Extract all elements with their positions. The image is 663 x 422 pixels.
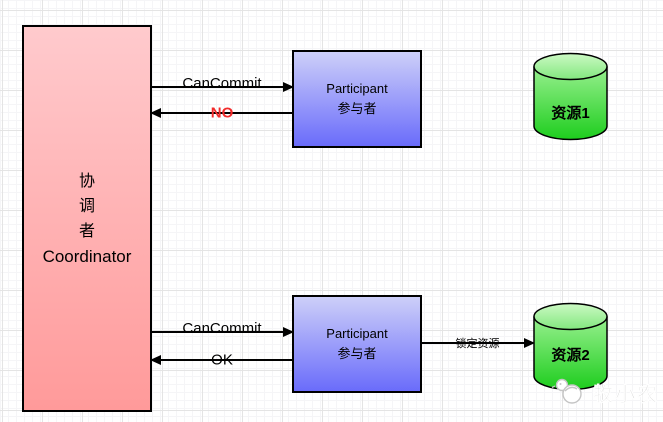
participant-top-subtitle: 参与者 [337,101,377,116]
coordinator-label-en: Coordinator [42,246,132,266]
arrowhead-left-icon [150,108,161,118]
resource-1-label: 资源1 [551,105,590,122]
arrow-label-ok: OK [211,351,233,369]
arrow-cancommit-bottom: CanCommit [152,320,294,337]
arrow-lock-resource: 锁定资源 [422,338,535,350]
arrowhead-right-icon [524,338,535,348]
resource-2-cylinder: 资源2 [533,302,608,391]
arrow-label-no: NO [210,104,234,122]
participant-top-box: Participant 参与者 [292,50,422,148]
arrow-cancommit-top: CanCommit [152,75,294,92]
arrowhead-right-icon [283,82,294,92]
participant-bottom-subtitle: 参与者 [337,346,377,361]
watermark-text: 牧小农 [593,383,659,406]
database-cylinder-icon [533,52,608,141]
coordinator-label-zh-2: 调 [78,197,95,215]
coordinator-box: 协 调 者 Coordinator [22,25,152,412]
arrow-label-lock-resource: 锁定资源 [455,338,500,350]
resource-1-cylinder: 资源1 [533,52,608,141]
resource-2-label: 资源2 [551,347,590,364]
watermark: 牧小农 [551,377,659,407]
database-cylinder-icon [533,302,608,391]
arrowhead-right-icon [283,327,294,337]
arrow-label-cancommit-top: CanCommit [182,75,262,92]
coordinator-label-zh-1: 协 [78,172,95,190]
arrow-ok-reply: OK [150,352,292,369]
dove-icon [551,378,582,404]
participant-top-title: Participant [326,81,388,96]
arrow-label-cancommit-bottom: CanCommit [182,320,262,337]
arrowhead-left-icon [150,355,161,365]
participant-bottom-box: Participant 参与者 [292,295,422,393]
coordinator-label-zh-3: 者 [78,222,95,240]
participant-bottom-title: Participant [326,326,388,341]
arrow-no-reply: NO [150,105,292,122]
